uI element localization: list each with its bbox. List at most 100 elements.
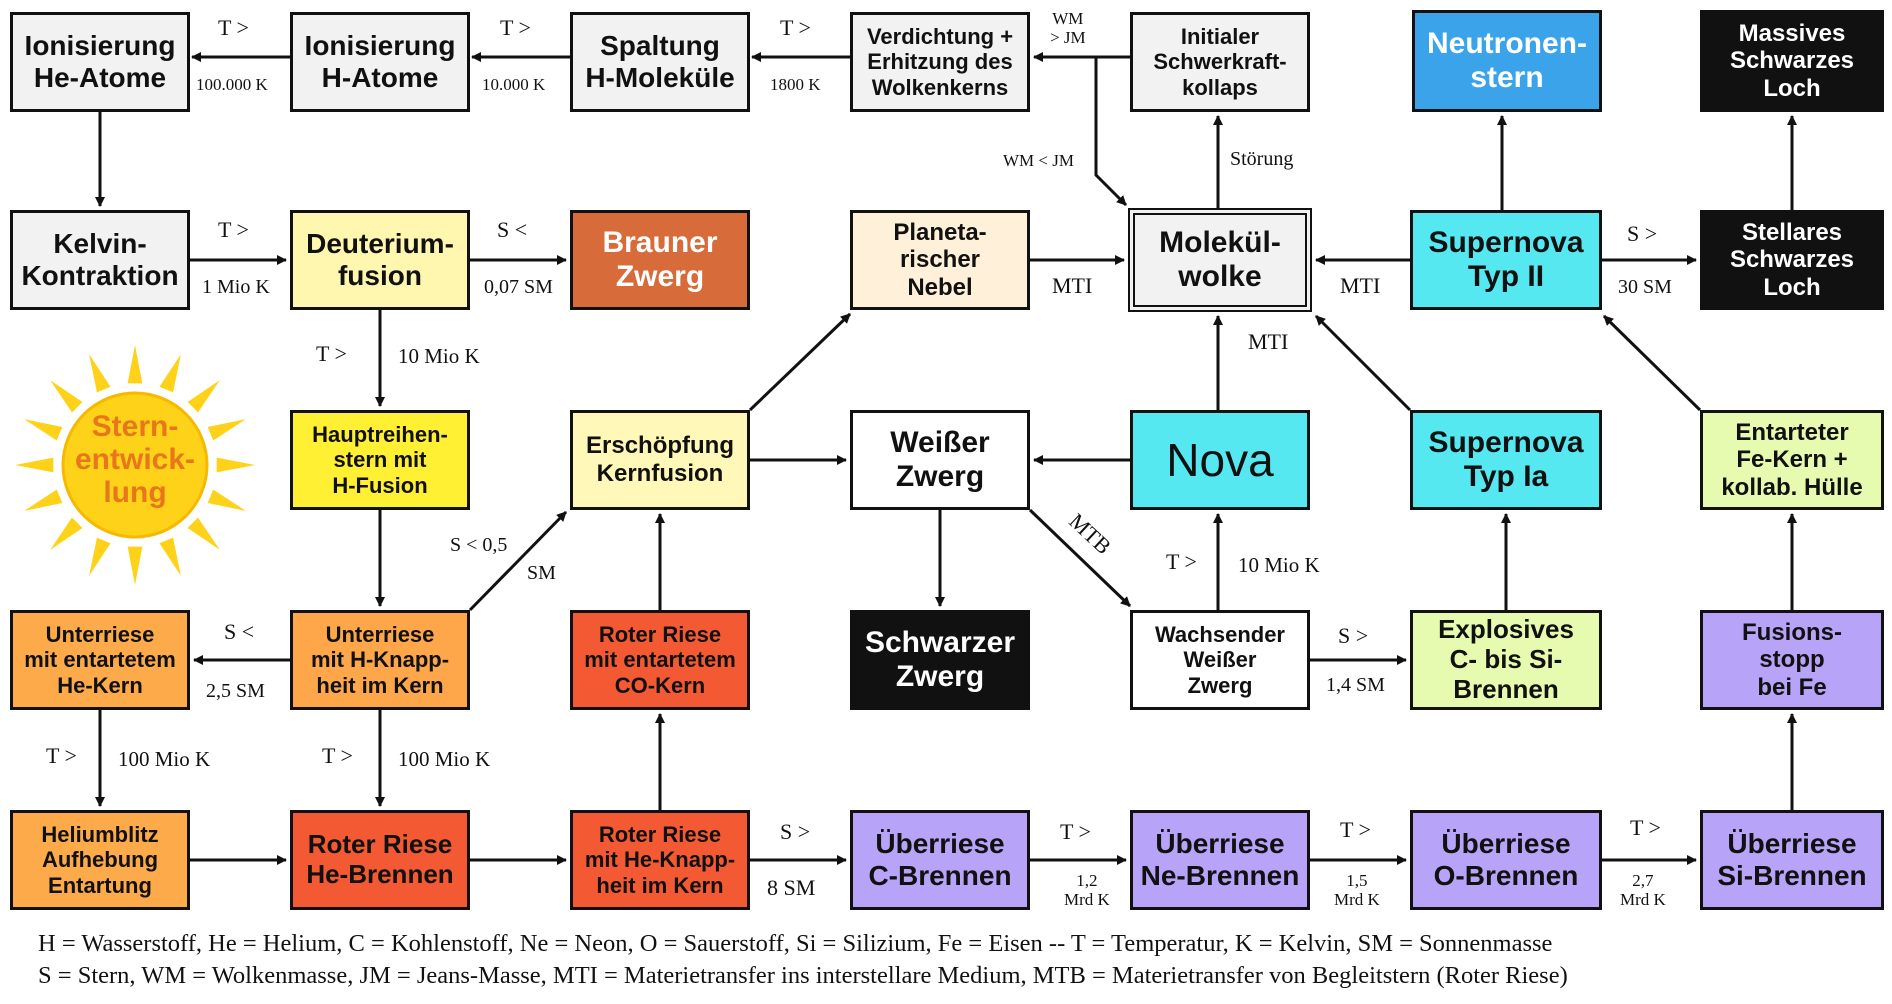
sun-icon xyxy=(15,345,255,585)
box-massives-schwarzes-loch: Massives Schwarzes Loch xyxy=(1700,10,1884,112)
edge-label-t-o: T > xyxy=(1340,817,1371,842)
sun-ray xyxy=(127,345,143,384)
edge-label-25sm: 2,5 SM xyxy=(206,680,265,702)
box-neutronenstern: Neutronen- stern xyxy=(1412,10,1602,112)
sun-ray xyxy=(207,489,246,511)
edge-label-10000k: 10.000 K xyxy=(482,75,546,94)
box-unterriese-he-kern: Unterriese mit entartetem He-Kern xyxy=(10,610,190,710)
box-nova: Nova xyxy=(1130,410,1310,510)
edge-label-t-deut: T > xyxy=(316,341,347,366)
sun-ray xyxy=(24,489,63,511)
box-kelvin-kontraktion: Kelvin- Kontraktion xyxy=(10,210,190,310)
box-roter-riese-he-brennen: Roter Riese He-Brennen xyxy=(290,810,470,910)
sun-ray xyxy=(50,517,83,550)
box-ionisierung-h: Ionisierung H-Atome xyxy=(290,12,470,112)
box-roter-riese-he-knappheit: Roter Riese mit He-Knapp- heit im Kern xyxy=(570,810,750,910)
flow-arrow xyxy=(1314,314,1412,412)
flow-arrow xyxy=(1028,508,1132,608)
edge-label-stoerung: Störung xyxy=(1230,148,1294,170)
box-verdichtung: Verdichtung + Erhitzung des Wolkenkerns xyxy=(850,12,1030,112)
sun-ray xyxy=(50,380,83,413)
edge-label-100000k: 100.000 K xyxy=(196,75,268,94)
sun-ray xyxy=(187,517,220,550)
edge-label-t-si: T > xyxy=(1630,815,1661,840)
edge-label-10mio-deut: 10 Mio K xyxy=(398,344,480,368)
sun-ray xyxy=(89,537,111,576)
box-unterriese-h-knappheit: Unterriese mit H-Knapp- heit im Kern xyxy=(290,610,470,710)
sun-ray xyxy=(159,537,181,576)
box-ionisierung-he: Ionisierung He-Atome xyxy=(10,12,190,112)
box-stellares-schwarzes-loch: Stellares Schwarzes Loch xyxy=(1700,210,1884,310)
sun-ray xyxy=(216,457,255,473)
box-wachsender-weisser-zwerg: Wachsender Weißer Zwerg xyxy=(1130,610,1310,710)
edge-label-mti-nova: MTI xyxy=(1248,329,1289,354)
sun-ray xyxy=(207,419,246,441)
edge-label-007sm: 0,07 SM xyxy=(484,276,553,298)
edge-label-t-ne: T > xyxy=(1060,819,1091,844)
edge-label-t-spalt: T > xyxy=(780,15,811,40)
edge-label-s-14: S > xyxy=(1338,623,1369,648)
edge-label-100mio-2: 100 Mio K xyxy=(398,747,491,771)
edge-label-s-05-sm: SM xyxy=(527,562,556,584)
sun-ray xyxy=(127,546,143,585)
flow-arrow xyxy=(468,510,568,612)
edge-label-t-ion-h: T > xyxy=(500,15,531,40)
sun-label: Stern- entwick- lung xyxy=(74,410,196,509)
sun-ray xyxy=(89,354,111,393)
edge-label-30sm: 30 SM xyxy=(1618,276,1672,298)
edge-label-t-kelvin: T > xyxy=(218,217,249,242)
edge-label-t-ion-he: T > xyxy=(218,15,249,40)
edge-label-15mrd: 1,5 Mrd K xyxy=(1334,871,1380,909)
edge-label-wm-gt-jm: WM > JM xyxy=(1050,9,1086,47)
edge-label-s-25: S < xyxy=(224,619,255,644)
box-roter-riese-co-kern: Roter Riese mit entartetem CO-Kern xyxy=(570,610,750,710)
edge-label-t-he: T > xyxy=(46,743,77,768)
box-ueberriese-ne-brennen: Überriese Ne-Brennen xyxy=(1130,810,1310,910)
edge-label-s-8: S > xyxy=(780,819,811,844)
box-deuteriumfusion: Deuterium- fusion xyxy=(290,210,470,310)
flow-arrow-wm-lt-jm xyxy=(1094,57,1128,207)
edge-label-12mrd: 1,2 Mrd K xyxy=(1064,871,1110,909)
box-weisser-zwerg: Weißer Zwerg xyxy=(850,410,1030,510)
edge-label-27mrd: 2,7 Mrd K xyxy=(1620,871,1666,909)
sun-ray xyxy=(24,419,63,441)
flow-arrow xyxy=(1602,314,1702,412)
box-fusionsstopp: Fusions- stopp bei Fe xyxy=(1700,610,1884,710)
edge-label-s-05: S < 0,5 xyxy=(450,534,508,556)
box-planetarischer-nebel: Planeta- rischer Nebel xyxy=(850,210,1030,310)
edge-label-mti-sn2: MTI xyxy=(1340,273,1381,298)
box-heliumblitz: Heliumblitz Aufhebung Entartung xyxy=(10,810,190,910)
box-molekuelwolke: Molekül- wolke xyxy=(1128,208,1312,312)
edge-label-s-brauner: S < xyxy=(497,217,528,242)
box-spaltung-h-molekuele: Spaltung H-Moleküle xyxy=(570,12,750,112)
edge-label-t-he2: T > xyxy=(322,743,353,768)
edge-label-mti-nebel: MTI xyxy=(1052,273,1093,298)
edge-label-s-30: S > xyxy=(1627,221,1658,246)
box-hauptreihenstern: Hauptreihen- stern mit H-Fusion xyxy=(290,410,470,510)
box-initialer-kollaps: Initialer Schwerkraft- kollaps xyxy=(1130,12,1310,112)
flow-arrow xyxy=(748,312,852,412)
legend-line-2: S = Stern, WM = Wolkenmasse, JM = Jeans-… xyxy=(38,962,1568,989)
edge-label-1mio: 1 Mio K xyxy=(202,276,270,298)
box-supernova-typ-2: Supernova Typ II xyxy=(1410,210,1602,310)
edge-label-t-nova: T > xyxy=(1166,549,1197,574)
edge-label-14sm: 1,4 SM xyxy=(1326,674,1385,696)
box-brauner-zwerg: Brauner Zwerg xyxy=(570,210,750,310)
box-entarteter-fe-kern: Entarteter Fe-Kern + kollab. Hülle xyxy=(1700,410,1884,510)
sun-ray xyxy=(15,457,54,473)
edge-label-wm-lt-jm: WM < JM xyxy=(1003,151,1074,170)
box-schwarzer-zwerg: Schwarzer Zwerg xyxy=(850,610,1030,710)
edge-label-100mio-1: 100 Mio K xyxy=(118,747,211,771)
box-ueberriese-si-brennen: Überriese Si-Brennen xyxy=(1700,810,1884,910)
box-ueberriese-o-brennen: Überriese O-Brennen xyxy=(1410,810,1602,910)
edge-label-1800k: 1800 K xyxy=(770,75,821,94)
box-ueberriese-c-brennen: Überriese C-Brennen xyxy=(850,810,1030,910)
sun-ray xyxy=(187,380,220,413)
box-explosives-brennen: Explosives C- bis Si- Brennen xyxy=(1410,610,1602,710)
box-supernova-typ-1a: Supernova Typ Ia xyxy=(1410,410,1602,510)
edge-label-10mio-nova: 10 Mio K xyxy=(1238,553,1320,577)
edge-label-8sm: 8 SM xyxy=(767,875,816,900)
legend-line-1: H = Wasserstoff, He = Helium, C = Kohlen… xyxy=(38,930,1553,957)
